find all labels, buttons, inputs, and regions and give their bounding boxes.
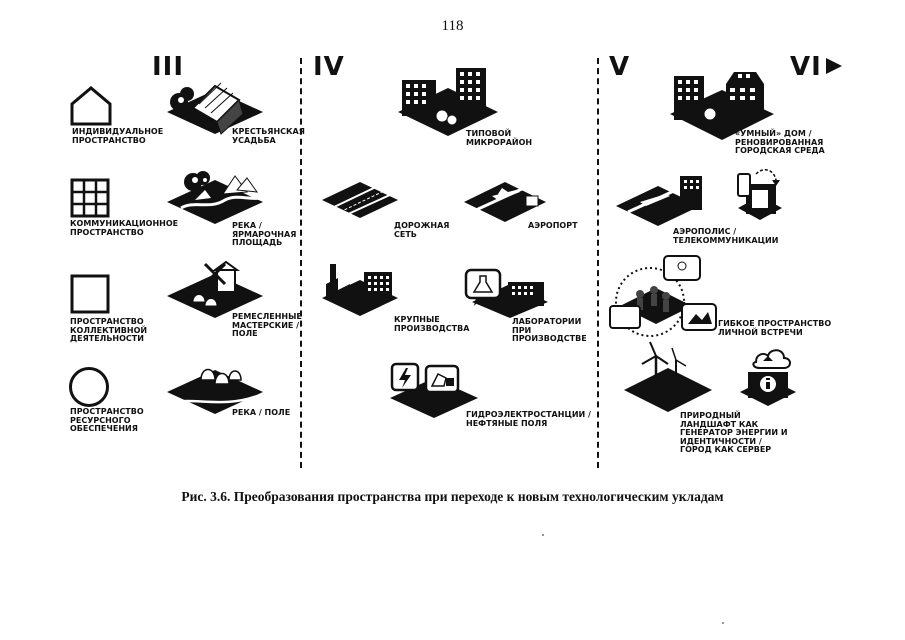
label-airport: АЭРОПОРТ [528, 221, 578, 230]
column-heading-vi-label: VI [790, 52, 822, 82]
symbol-label-individual: ИНДИВИДУАЛЬНОЕ ПРОСТРАНСТВО [72, 127, 164, 145]
aeropolis-icon [616, 169, 782, 226]
column-heading-v: V [609, 52, 631, 82]
wind-turbine-cloud-icon [624, 341, 796, 412]
column-divider-iii-iv [300, 58, 302, 468]
page-number: 118 [441, 18, 464, 34]
scene-label-river-market: РЕКА / ЯРМАРОЧНАЯ ПЛОЩАДЬ [232, 221, 297, 247]
scan-speck [722, 622, 724, 624]
grid-square-icon [70, 178, 110, 218]
label-flexible-meeting: ГИБКОЕ ПРОСТРАНСТВО ЛИЧНОЙ ВСТРЕЧИ [718, 319, 832, 337]
road-network-icon [322, 182, 398, 218]
apartment-blocks-icon [398, 68, 498, 136]
label-large-production: КРУПНЫЕ ПРОИЗВОДСТВА [394, 315, 470, 333]
house-outline-icon [70, 86, 112, 126]
scene-label-workshops: РЕМЕСЛЕННЫЕ МАСТЕРСКИЕ / ПОЛЕ [232, 312, 302, 338]
label-typical-district: ТИПОВОЙ МИКРОРАЙОН [466, 129, 533, 147]
river-market-icon [167, 171, 263, 224]
hydropower-oil-icon [390, 362, 478, 418]
scene-label-river-field: РЕКА / ПОЛЕ [232, 408, 291, 417]
scene-label-farmstead: КРЕСТЬЯНСКАЯ УСАДЬБА [232, 127, 305, 145]
figure-caption: Рис. 3.6. Преобразования пространства пр… [181, 489, 724, 504]
label-laboratories: ЛАБОРАТОРИИ ПРИ ПРОИЗВОДСТВЕ [512, 317, 587, 343]
smart-house-icon [670, 72, 774, 140]
column-heading-vi: VI [790, 54, 844, 80]
label-hydropower-oil: ГИДРОЭЛЕКТРОСТАНЦИИ / НЕФТЯНЫЕ ПОЛЯ [466, 410, 591, 428]
label-smart-house: «УМНЫЙ» ДОМ / РЕНОВИРОВАННАЯ ГОРОДСКАЯ С… [735, 129, 825, 155]
symbol-label-resource: ПРОСТРАНСТВО РЕСУРСНОГО ОБЕСПЕЧЕНИЯ [70, 407, 144, 433]
airport-icon [464, 182, 546, 222]
label-landscape-server: ПРИРОДНЫЙ ЛАНДШАФТ КАК ГЕНЕРАТОР ЭНЕРГИИ… [680, 411, 788, 454]
arrow-right-icon [825, 58, 842, 74]
circle-outline-icon [69, 367, 109, 407]
symbol-label-communication: КОММУНИКАЦИОННОЕ ПРОСТРАНСТВО [70, 219, 179, 237]
haystacks-field-icon [167, 368, 263, 414]
laboratory-flask-icon [464, 268, 548, 318]
farmstead-icon [167, 82, 263, 135]
square-outline-icon [70, 274, 110, 314]
symbol-label-collective: ПРОСТРАНСТВО КОЛЛЕКТИВНОЙ ДЕЯТЕЛЬНОСТИ [70, 317, 148, 343]
label-road-network: ДОРОЖНАЯ СЕТЬ [394, 221, 450, 239]
column-heading-iii: III [152, 52, 185, 82]
scan-speck [542, 534, 544, 536]
factory-icon [322, 264, 398, 316]
label-aeropolis: АЭРОПОЛИС / ТЕЛЕКОММУНИКАЦИИ [673, 227, 779, 245]
windmill-icon [167, 260, 263, 318]
column-divider-iv-v [597, 58, 599, 468]
flexible-meeting-icon [609, 255, 717, 337]
column-heading-iv: IV [313, 52, 345, 82]
